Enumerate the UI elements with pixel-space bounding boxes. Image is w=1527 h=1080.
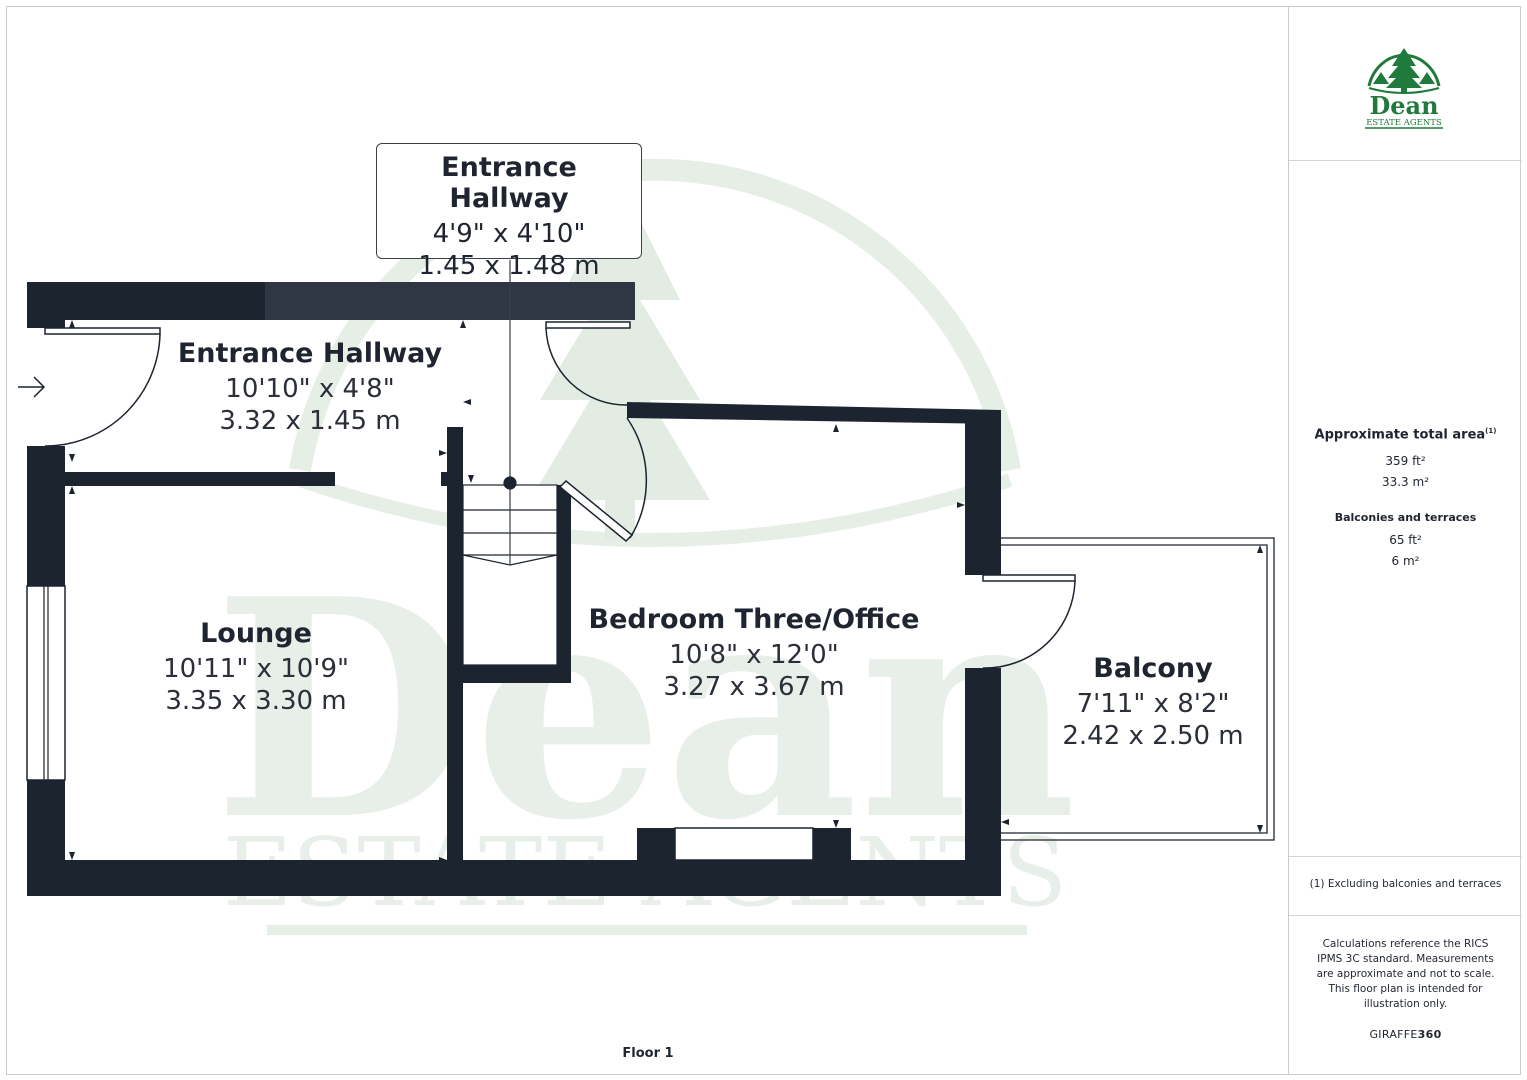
room-name: Bedroom Three/Office [588, 604, 920, 635]
watermark-underline [267, 925, 1027, 935]
measurement-markers [69, 320, 1263, 863]
room-name: Balcony [1093, 653, 1213, 684]
room-imperial: 10'10" x 4'8" [225, 374, 395, 404]
room-imperial: 10'8" x 12'0" [669, 640, 839, 670]
credit-prefix: GIRAFFE [1369, 1028, 1418, 1041]
room-label-entrance-hallway: Entrance Hallway 10'10" x 4'8" 3.32 x 1.… [160, 338, 460, 437]
entry-arrow-icon [18, 376, 46, 398]
window-icon [674, 827, 814, 861]
stairs-icon [462, 260, 558, 666]
wall-bottom-lounge [27, 860, 447, 896]
sidebar-divider [1289, 856, 1522, 857]
walls [27, 282, 1001, 896]
sidebar-divider [1289, 160, 1522, 161]
footnote: (1) Excluding balconies and terraces [1309, 878, 1502, 890]
wall-bedroom-top [627, 402, 1001, 424]
area-sqm: 33.3 m² [1381, 475, 1430, 489]
logo-tagline: ESTATE AGENTS [1366, 118, 1442, 128]
wall-left-upper [27, 446, 65, 586]
wall-bottom-window [675, 860, 813, 896]
wall-lounge-right [447, 427, 463, 896]
disclaimer: Calculations reference the RICS IPMS 3C … [1316, 938, 1495, 1010]
watermark-swoosh [297, 473, 1013, 547]
wall-bedroom-right-lower [965, 668, 1001, 896]
window-icon [26, 585, 66, 781]
door-swing-icon [558, 417, 648, 543]
room-label-lounge: Lounge 10'11" x 10'9" 3.35 x 3.30 m [106, 618, 406, 717]
dean-logo: Dean ESTATE AGENTS [1365, 48, 1443, 129]
balcony-sqm: 6 m² [1391, 554, 1420, 568]
wall-top-shade [265, 282, 635, 320]
watermark-arc [289, 158, 1021, 472]
callout-entrance-hallway: Entrance Hallway 4'9" x 4'10" 1.45 x 1.4… [376, 143, 642, 281]
wall-under-stairs [463, 665, 571, 683]
callout-room-name: Entrance Hallway [441, 152, 577, 214]
wall-bottom-pier-right [813, 828, 851, 896]
page-frame [6, 6, 1521, 1075]
logo-brand: Dean [1369, 91, 1438, 120]
door-swing-icon [982, 574, 1076, 669]
area-heading: Approximate total area(1) [1289, 427, 1522, 442]
wall-lounge-top [65, 472, 335, 486]
room-label-balcony: Balcony 7'11" x 8'2" 2.42 x 2.50 m [1028, 653, 1278, 752]
floor-plan: Dean ESTATE AGENTS [18, 158, 1275, 935]
watermark-brand: Dean [213, 533, 1077, 886]
door-swing-icon [545, 321, 631, 406]
sidebar: Dean ESTATE AGENTS Approximate total are… [1288, 6, 1522, 1075]
room-imperial: 10'11" x 10'9" [163, 654, 349, 684]
wall-stairs-right [557, 485, 571, 683]
callout-room-metric: 1.45 x 1.48 m [418, 251, 600, 281]
callout-room-imperial: 4'9" x 4'10" [432, 219, 586, 249]
room-name: Lounge [200, 618, 312, 649]
area-title: Approximate total area [1314, 427, 1486, 443]
wall-bottom-mid [447, 860, 637, 896]
wall-bedroom-right-upper [965, 410, 1001, 575]
room-metric: 3.35 x 3.30 m [165, 686, 347, 716]
area-footnote-marker: (1) [1485, 427, 1497, 435]
wall-top-left-stub [27, 320, 65, 328]
room-metric: 3.27 x 3.67 m [663, 672, 845, 702]
room-metric: 2.42 x 2.50 m [1062, 721, 1244, 751]
area-sqft: 359 ft² [1385, 454, 1426, 468]
balcony-title: Balconies and terraces [1334, 511, 1477, 524]
room-label-bedroom-three: Bedroom Three/Office 10'8" x 12'0" 3.27 … [584, 604, 924, 703]
giraffe360-credit: GIRAFFE360 [1289, 1028, 1522, 1041]
room-imperial: 7'11" x 8'2" [1076, 689, 1230, 719]
wall-bottom-pier-left [637, 828, 675, 896]
balcony-sqft: 65 ft² [1389, 533, 1422, 547]
room-name: Entrance Hallway [177, 338, 443, 369]
balcony-outline [1001, 537, 1275, 841]
tree-logo-icon [1373, 48, 1435, 92]
floor-label: Floor 1 [622, 1046, 674, 1061]
credit-suffix: 360 [1417, 1028, 1442, 1041]
door-swing-icon [44, 327, 161, 447]
sidebar-divider [1289, 915, 1522, 916]
room-metric: 3.32 x 1.45 m [219, 406, 401, 436]
